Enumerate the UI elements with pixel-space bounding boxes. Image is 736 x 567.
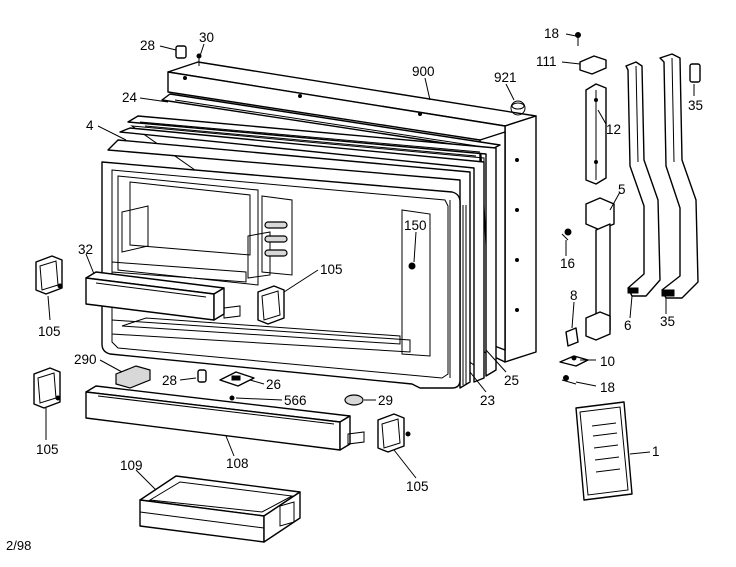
handle-6: [625, 61, 661, 297]
callout-16: 16: [560, 256, 575, 271]
callout-12: 12: [606, 122, 621, 137]
callout-28: 28: [140, 38, 155, 53]
callout-8: 8: [570, 288, 578, 303]
date-code: 2/98: [6, 538, 31, 553]
callout-28: 28: [162, 373, 177, 388]
callout-23: 23: [480, 393, 495, 408]
callout-24: 24: [122, 90, 138, 105]
lower-door-shelf-108: [85, 385, 365, 451]
door-breaker-strip: [161, 93, 501, 151]
callout-18: 18: [544, 26, 559, 41]
shelf-end-cap-left-top: [35, 255, 63, 295]
hinge-part-8: [565, 327, 579, 347]
callout-105: 105: [320, 262, 343, 277]
callout-108: 108: [226, 456, 249, 471]
bumper-29: [344, 394, 364, 406]
shelf-end-cap-left-bottom: [33, 367, 61, 409]
callout-1: 1: [652, 444, 660, 459]
callout-32: 32: [78, 242, 93, 257]
callout-290: 290: [74, 352, 97, 367]
screw-16: [561, 228, 572, 241]
door-shelf-32: [85, 271, 241, 321]
trim-12: [585, 83, 607, 185]
callout-30: 30: [199, 30, 214, 45]
callout-105: 105: [406, 479, 429, 494]
callout-105: 105: [36, 442, 59, 457]
plug-button-28-top: [175, 45, 187, 59]
screw-18-top: [575, 32, 581, 46]
callout-921: 921: [494, 70, 517, 85]
callout-150: 150: [404, 218, 427, 233]
callout-5: 5: [618, 182, 626, 197]
button-28-bottom: [197, 369, 207, 383]
callout-29: 29: [378, 393, 393, 408]
hinge-10: [559, 355, 589, 367]
callout-26: 26: [266, 377, 281, 392]
shelf-end-cap-right-top: [257, 285, 285, 325]
callout-35: 35: [660, 314, 675, 329]
plate-26: [219, 371, 255, 387]
shelf-end-cap-right-bottom: [377, 413, 411, 453]
callout-35: 35: [688, 98, 703, 113]
callout-4: 4: [86, 118, 94, 133]
screw-566: [229, 395, 235, 401]
callout-111: 111: [536, 54, 557, 69]
owners-manual: [575, 401, 633, 501]
cover-290: [115, 365, 151, 389]
callout-25: 25: [504, 373, 519, 388]
door-liner: [101, 139, 471, 389]
callout-labels: 28 30 900 921 18 111 35 24 4 12 5 150 32…: [36, 26, 703, 494]
callout-18: 18: [600, 380, 615, 395]
callout-900: 900: [412, 64, 435, 79]
callout-105: 105: [38, 324, 61, 339]
callout-10: 10: [600, 354, 615, 369]
callout-109: 109: [120, 458, 143, 473]
handle-35: [659, 53, 699, 299]
callout-566: 566: [284, 393, 307, 408]
dairy-bin-109: [139, 475, 301, 543]
hinge-cap-111: [579, 55, 607, 75]
cap-35-top: [689, 63, 701, 83]
bracket-5: [585, 197, 615, 341]
callout-6: 6: [624, 318, 632, 333]
leader-lines: [45, 33, 695, 491]
door-liner-interior: [111, 175, 431, 357]
screw-18-bottom: [561, 375, 577, 385]
